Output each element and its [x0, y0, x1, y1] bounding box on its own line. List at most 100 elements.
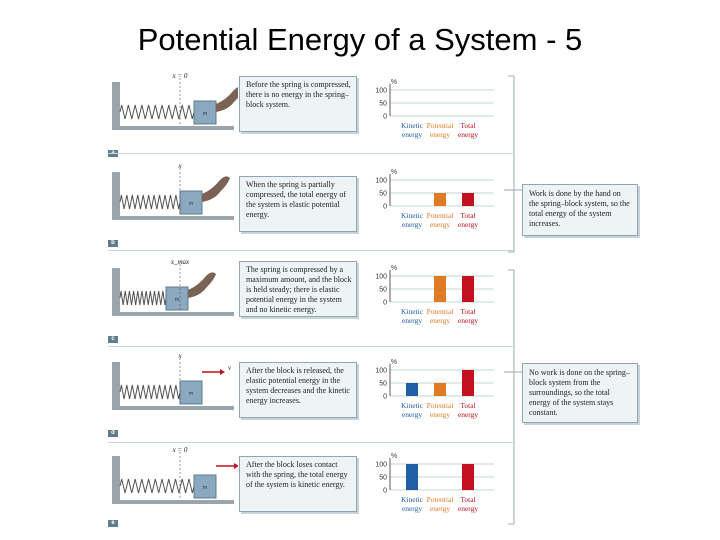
- marker-label: x: [177, 162, 182, 170]
- spring-block-illustration: mx = 0: [112, 72, 238, 130]
- block-mass-label: m: [203, 111, 207, 117]
- potential-label-line2: energy: [430, 130, 451, 139]
- y-axis-unit: %: [391, 359, 397, 366]
- potential-label-line2: energy: [430, 410, 451, 419]
- floor: [112, 500, 234, 504]
- energy-bar-chart: %100500KineticenergyPotentialenergyTotal…: [375, 265, 494, 325]
- spring: [119, 478, 195, 494]
- y-axis-unit: %: [391, 265, 397, 272]
- kinetic-label-line1: Kinetic: [401, 211, 424, 220]
- kinetic-bar: [406, 464, 418, 490]
- spring-block-illustration: mxv: [112, 352, 234, 410]
- panel-letter: b: [108, 240, 118, 247]
- marker-label: x_max: [170, 258, 190, 266]
- spring-block-illustration: mx: [112, 162, 234, 220]
- floor: [112, 126, 234, 130]
- spring-block-illustration: mx_max: [112, 258, 234, 316]
- potential-bar: [434, 276, 446, 302]
- potential-label-line2: energy: [430, 316, 451, 325]
- kinetic-label-line1: Kinetic: [401, 307, 424, 316]
- hand-icon: [188, 272, 216, 298]
- potential-bar: [434, 383, 446, 396]
- y-tick-label: 0: [383, 488, 387, 495]
- block: [193, 474, 217, 499]
- y-tick-label: 0: [383, 300, 387, 307]
- y-axis-unit: %: [391, 169, 397, 176]
- potential-label-line2: energy: [430, 504, 451, 513]
- marker-label: x = 0: [172, 446, 188, 454]
- y-tick-label: 50: [379, 191, 387, 198]
- kinetic-label-line1: Kinetic: [401, 401, 424, 410]
- marker-label: x: [177, 352, 182, 360]
- energy-bar-chart: %100500KineticenergyPotentialenergyTotal…: [375, 79, 494, 139]
- total-label-line2: energy: [458, 316, 479, 325]
- kinetic-label-line2: energy: [402, 504, 423, 513]
- total-bar: [462, 276, 474, 302]
- spring: [119, 104, 195, 120]
- y-tick-label: 100: [375, 368, 387, 375]
- total-bar: [462, 193, 474, 206]
- spring: [119, 384, 181, 400]
- potential-label-line1: Potential: [427, 495, 454, 504]
- potential-label-line1: Potential: [427, 211, 454, 220]
- total-bar: [462, 370, 474, 396]
- total-bar: [462, 464, 474, 490]
- panel-caption: After the block is released, the elastic…: [239, 362, 357, 418]
- kinetic-label-line2: energy: [402, 220, 423, 229]
- y-tick-label: 50: [379, 287, 387, 294]
- energy-bar-chart: %100500KineticenergyPotentialenergyTotal…: [375, 169, 494, 229]
- total-label-line2: energy: [458, 220, 479, 229]
- kinetic-bar: [406, 383, 418, 396]
- y-tick-label: 50: [379, 101, 387, 108]
- total-label-line2: energy: [458, 410, 479, 419]
- velocity-arrowhead: [220, 369, 225, 375]
- panel-e: mx = 0v After the block loses contact wi…: [108, 446, 508, 534]
- y-tick-label: 0: [383, 114, 387, 121]
- panel-divider: [108, 346, 513, 347]
- block: [179, 190, 203, 215]
- y-axis-unit: %: [391, 79, 397, 86]
- block: [165, 286, 189, 311]
- y-tick-label: 50: [379, 475, 387, 482]
- wall: [112, 456, 120, 502]
- slide-title: Potential Energy of a System - 5: [137, 22, 583, 57]
- side-note-work-done: Work is done by the hand on the spring–b…: [522, 184, 638, 236]
- panel-divider: [108, 442, 513, 443]
- hand-icon: [202, 176, 230, 202]
- energy-bar-chart: %100500KineticenergyPotentialenergyTotal…: [375, 453, 494, 513]
- total-label-line1: Total: [460, 495, 475, 504]
- y-tick-label: 0: [383, 394, 387, 401]
- wall: [112, 172, 120, 218]
- kinetic-label-line1: Kinetic: [401, 495, 424, 504]
- potential-label-line1: Potential: [427, 307, 454, 316]
- potential-label-line1: Potential: [427, 401, 454, 410]
- y-tick-label: 50: [379, 381, 387, 388]
- spring-block-illustration: mx = 0v: [112, 446, 238, 504]
- kinetic-label-line2: energy: [402, 410, 423, 419]
- potential-label-line2: energy: [430, 220, 451, 229]
- y-axis-unit: %: [391, 453, 397, 460]
- total-label-line1: Total: [460, 307, 475, 316]
- wall: [112, 82, 120, 128]
- y-tick-label: 100: [375, 462, 387, 469]
- energy-bar-chart: %100500KineticenergyPotentialenergyTotal…: [375, 359, 494, 419]
- side-note-no-work: No work is done on the spring–block syst…: [522, 363, 638, 423]
- panel-letter: d: [108, 430, 118, 437]
- floor: [112, 216, 234, 220]
- total-label-line1: Total: [460, 121, 475, 130]
- potential-bar: [434, 193, 446, 206]
- velocity-label: v: [228, 364, 232, 372]
- hand-icon: [216, 87, 238, 112]
- panel-divider: [108, 153, 513, 154]
- total-label-line1: Total: [460, 211, 475, 220]
- wall: [112, 268, 120, 314]
- spring: [119, 194, 181, 210]
- floor: [112, 406, 234, 410]
- y-tick-label: 100: [375, 88, 387, 95]
- kinetic-label-line2: energy: [402, 130, 423, 139]
- panel-divider: [108, 250, 513, 251]
